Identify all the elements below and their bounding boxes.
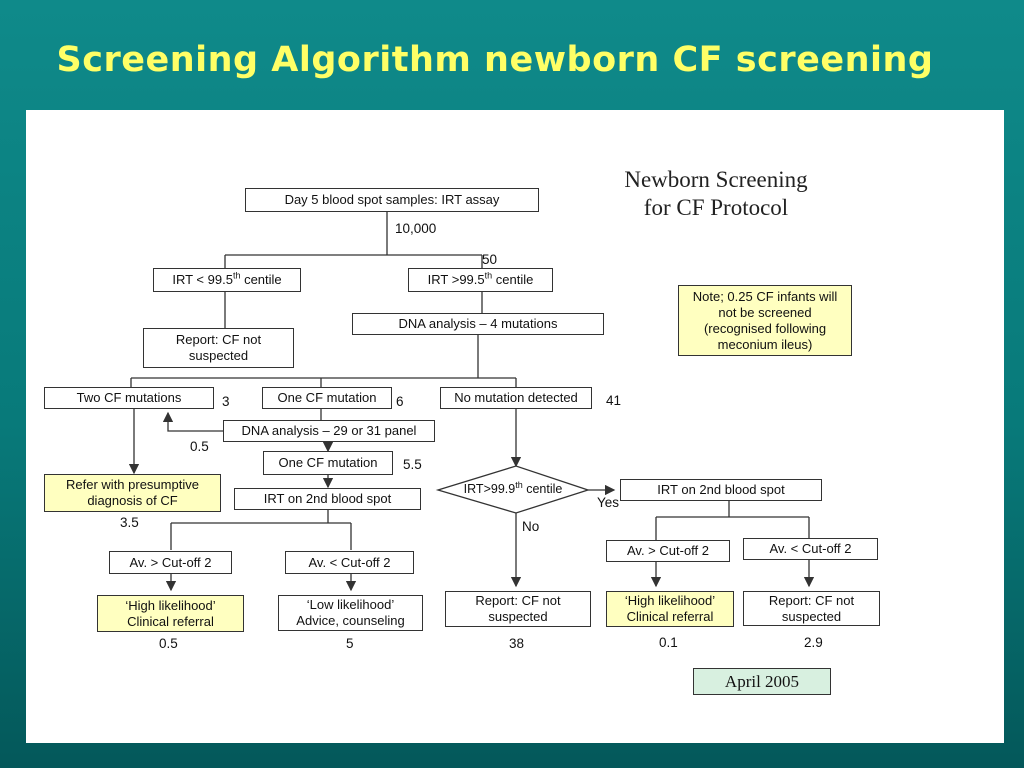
node-irt-low: IRT < 99.5th centile: [153, 268, 301, 292]
node-high-likelihood-right: ‘High likelihood’ Clinical referral: [606, 591, 734, 627]
node-irt-high: IRT >99.5th centile: [408, 268, 553, 292]
protocol-title: Newborn Screening for CF Protocol: [586, 166, 846, 222]
label-0-5b: 0.5: [159, 636, 178, 651]
node-report-not-suspected-1: Report: CF not suspected: [143, 328, 294, 368]
label-5-5: 5.5: [403, 457, 422, 472]
node-av-lt-left: Av. < Cut-off 2: [285, 551, 414, 574]
node-high-likelihood-left: ‘High likelihood’ Clinical referral: [97, 595, 244, 632]
label-3: 3: [222, 394, 230, 409]
node-av-lt-right: Av. < Cut-off 2: [743, 538, 878, 560]
protocol-title-line2: for CF Protocol: [643, 195, 789, 220]
label-yes: Yes: [597, 495, 620, 510]
label-2-9: 2.9: [804, 635, 823, 650]
node-no-mutation: No mutation detected: [440, 387, 592, 409]
connector-lines: [128, 212, 815, 592]
slide-title: Screening Algorithm newborn CF screening: [56, 40, 934, 80]
node-one-mutation: One CF mutation: [262, 387, 392, 409]
node-two-mutations: Two CF mutations: [44, 387, 214, 409]
node-report-not-suspected-3: Report: CF not suspected: [743, 591, 880, 626]
node-av-gt-left: Av. > Cut-off 2: [109, 551, 232, 574]
diamond-label: IRT>99.9th centile: [463, 479, 563, 496]
node-report-not-suspected-2: Report: CF not suspected: [445, 591, 591, 627]
label-5: 5: [346, 636, 354, 651]
note-box: Note; 0.25 CF infants will not be screen…: [678, 285, 852, 356]
decision-diamond: [435, 465, 591, 514]
label-10000: 10,000: [395, 221, 437, 236]
label-0-1: 0.1: [659, 635, 678, 650]
node-dna-panel: DNA analysis – 29 or 31 panel: [223, 420, 435, 442]
node-dna-4: DNA analysis – 4 mutations: [352, 313, 604, 335]
label-0-5a: 0.5: [190, 439, 209, 454]
label-no: No: [522, 519, 540, 534]
node-irt2-right: IRT on 2nd blood spot: [620, 479, 822, 501]
node-refer: Refer with presumptive diagnosis of CF: [44, 474, 221, 512]
node-low-likelihood-left: ‘Low likelihood’ Advice, counseling: [278, 595, 423, 631]
label-6: 6: [396, 394, 404, 409]
node-start: Day 5 blood spot samples: IRT assay: [245, 188, 539, 212]
label-41: 41: [606, 393, 622, 408]
arrow-panel-to-two: [162, 411, 223, 432]
node-av-gt-right: Av. > Cut-off 2: [606, 540, 730, 562]
label-38: 38: [509, 636, 525, 651]
label-50: 50: [482, 252, 498, 267]
label-3-5: 3.5: [120, 515, 139, 530]
node-irt2-left: IRT on 2nd blood spot: [234, 488, 421, 510]
node-one-mutation-2: One CF mutation: [263, 451, 393, 475]
flowchart-panel: Newborn Screening for CF Protocol Day 5 …: [26, 110, 1004, 743]
protocol-title-line1: Newborn Screening: [624, 167, 808, 192]
date-box: April 2005: [693, 668, 831, 695]
